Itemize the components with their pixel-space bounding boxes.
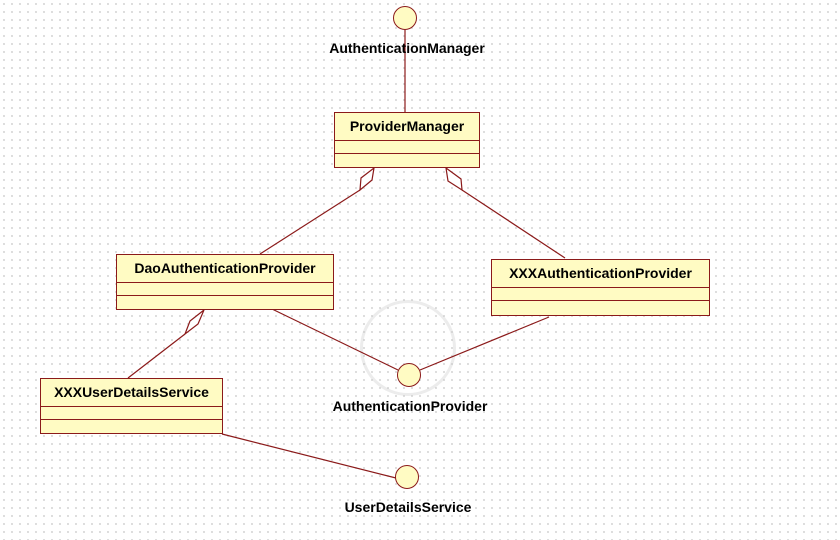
xxx-user-details-service-class-name: XXXUserDetailsService <box>41 379 222 407</box>
realization-dao-authprovider <box>271 308 399 371</box>
authentication-provider-interface-icon <box>397 363 421 387</box>
authentication-manager-interface-icon <box>393 6 417 30</box>
xxx-user-details-service-attributes <box>41 407 222 420</box>
dao-authentication-provider-operations <box>117 296 333 308</box>
xxx-authentication-provider-operations <box>492 301 709 313</box>
watermark-logo <box>360 300 456 396</box>
authentication-provider-label: AuthenticationProvider <box>332 398 488 414</box>
aggregation-diamond-dao <box>359 166 375 192</box>
aggregation-providermanager-xxx <box>461 189 566 259</box>
dao-authentication-provider-class: DaoAuthenticationProvider <box>116 254 334 310</box>
dao-authentication-provider-attributes <box>117 283 333 296</box>
provider-manager-operations <box>335 154 479 166</box>
xxx-user-details-service-class: XXXUserDetailsService <box>40 378 223 434</box>
aggregation-dao-userdetails <box>127 333 186 379</box>
aggregation-diamond-userdetails <box>183 309 205 336</box>
aggregation-providermanager-dao <box>259 189 361 255</box>
realization-xxxuser-userdetailsservice <box>221 433 397 479</box>
user-details-service-label: UserDetailsService <box>344 499 472 515</box>
xxx-authentication-provider-attributes <box>492 288 709 301</box>
xxx-authentication-provider-class: XXXAuthenticationProvider <box>491 259 710 316</box>
dao-authentication-provider-class-name: DaoAuthenticationProvider <box>117 255 333 283</box>
aggregation-diamond-xxx <box>445 166 463 192</box>
provider-manager-class: ProviderManager <box>334 112 480 168</box>
xxx-user-details-service-operations <box>41 420 222 432</box>
realization-xxx-authprovider <box>419 316 550 371</box>
xxx-authentication-provider-class-name: XXXAuthenticationProvider <box>492 260 709 288</box>
provider-manager-class-name: ProviderManager <box>335 113 479 141</box>
provider-manager-attributes <box>335 141 479 154</box>
user-details-service-interface-icon <box>395 465 419 489</box>
authentication-manager-label: AuthenticationManager <box>329 40 485 56</box>
